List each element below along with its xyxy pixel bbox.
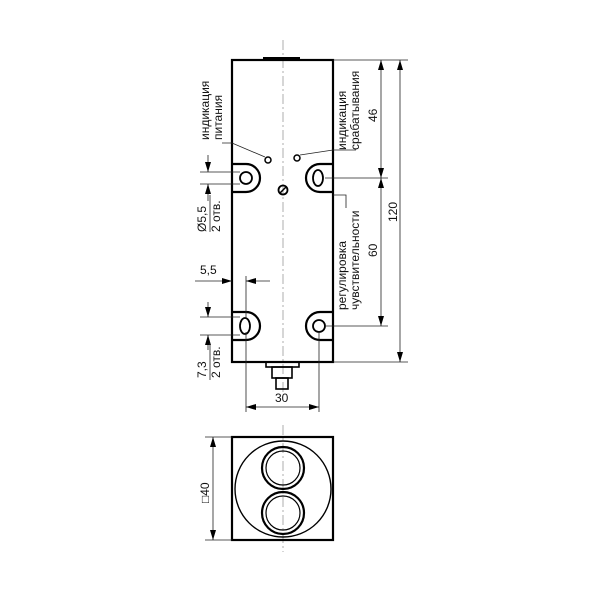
dimension-120: 120 — [386, 202, 400, 222]
power-indication-label-1: индикация — [198, 81, 212, 140]
hole-slot-label: 7,3 — [195, 361, 209, 378]
trigger-indication-leader — [299, 149, 356, 156]
dimension-46: 46 — [366, 108, 380, 122]
dimension-hole-offset — [195, 276, 270, 318]
dimension-lines-right — [325, 59, 408, 363]
lens-bottom — [260, 490, 306, 536]
dimension-5-5: 5,5 — [200, 263, 217, 277]
dimension-60: 60 — [366, 243, 380, 257]
dimension-width — [245, 332, 320, 412]
dimension-hole-slot — [200, 302, 240, 380]
dimension-30: 30 — [275, 391, 289, 405]
dimension-square-40: □40 — [198, 482, 212, 503]
trigger-led-icon — [293, 154, 301, 162]
power-led-icon — [264, 156, 272, 164]
sensitivity-label-2: чувствительности — [348, 211, 362, 310]
hole-count-top-label: 2 отв. — [209, 200, 223, 232]
mounting-tab-top-left — [232, 162, 262, 194]
trigger-indication-label-2: срабатывания — [348, 71, 362, 150]
sensor-body — [230, 57, 335, 390]
sensor-face-view — [205, 435, 335, 542]
dimension-hole-diameter — [200, 155, 240, 232]
sensitivity-label-1: регулировка — [335, 241, 349, 310]
hole-count-bottom-label: 2 отв. — [209, 346, 223, 378]
mounting-tab-top-right — [304, 162, 333, 194]
sensitivity-leader — [333, 194, 347, 208]
sensitivity-screw-icon — [277, 184, 289, 196]
mounting-tab-bottom-left — [232, 310, 262, 342]
power-indication-label-2: питания — [211, 95, 225, 140]
power-indication-leader — [222, 142, 266, 158]
trigger-indication-label-1: индикация — [335, 91, 349, 150]
hole-diameter-label: Ø5,5 — [195, 206, 209, 232]
lens-top — [260, 445, 306, 491]
